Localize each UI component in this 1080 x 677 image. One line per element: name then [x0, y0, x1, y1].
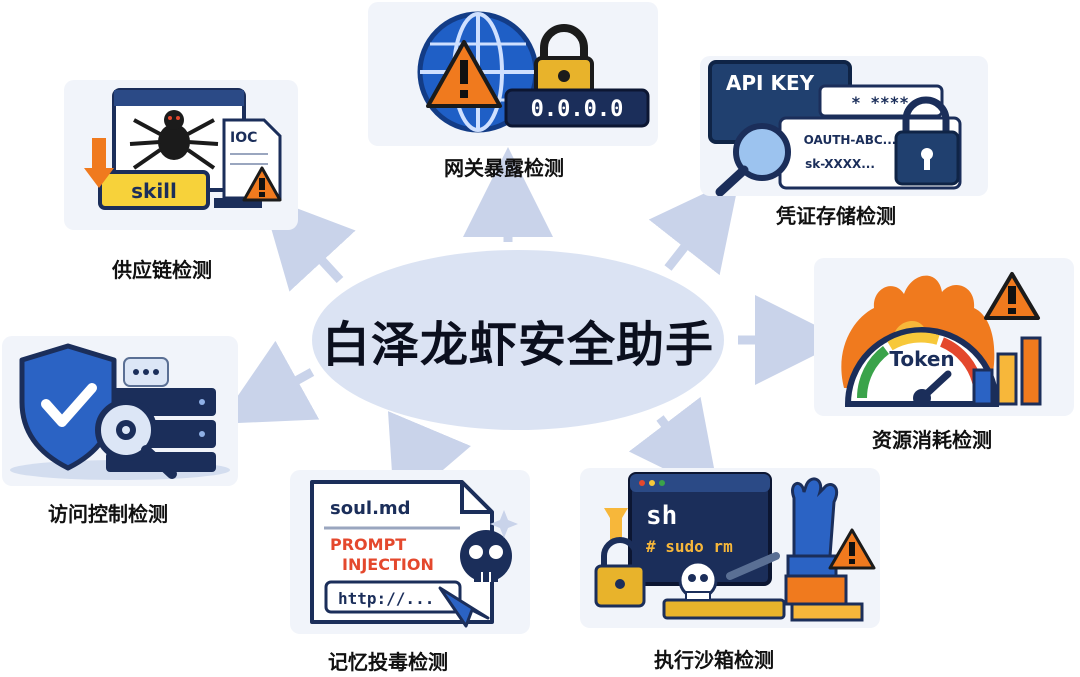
- terminal-sandbox-icon: sh # sudo rm: [594, 472, 876, 622]
- hub-ellipse: 白泽龙虾安全助手: [312, 250, 724, 430]
- api-key-lock-icon: API KEY * **** OAUTH-ABC... sk-XXXX...: [708, 60, 962, 196]
- label-supply: 供应链检测: [112, 258, 212, 282]
- skill-text: skill: [131, 179, 177, 203]
- arrow-to-memory: [387, 411, 471, 512]
- label-gateway: 网关暴露检测: [444, 156, 564, 180]
- card-gateway: 0.0.0.0: [368, 2, 658, 146]
- card-memory: soul.md PROMPT INJECTION http://...: [290, 470, 530, 634]
- api-key-text: API KEY: [726, 71, 815, 95]
- oauth-text: OAUTH-ABC...: [804, 133, 897, 147]
- card-resource: Token: [814, 258, 1074, 416]
- arrow-to-supply: [261, 194, 356, 292]
- injection-text: INJECTION: [342, 555, 434, 574]
- spider-skill-icon: IOC skill: [84, 88, 282, 210]
- shell-prompt-text: sh: [646, 501, 677, 531]
- gateway-ip-text: 0.0.0.0: [531, 97, 624, 122]
- token-gauge-icon: Token: [841, 272, 1042, 407]
- label-resource: 资源消耗检测: [872, 428, 992, 452]
- sk-text: sk-XXXX...: [805, 157, 875, 171]
- card-access: [2, 336, 238, 486]
- globe-lock-icon: 0.0.0.0: [417, 11, 650, 133]
- card-credential: API KEY * **** OAUTH-ABC... sk-XXXX...: [700, 56, 988, 196]
- card-sandbox: sh # sudo rm: [580, 468, 880, 628]
- masked-key-text: * ****: [851, 93, 909, 112]
- card-supply: IOC skill: [64, 80, 298, 230]
- label-sandbox: 执行沙箱检测: [654, 648, 774, 672]
- token-text: Token: [889, 347, 954, 371]
- ioc-text: IOC: [230, 130, 257, 146]
- label-credential: 凭证存储检测: [776, 204, 896, 228]
- label-memory: 记忆投毒检测: [328, 650, 448, 674]
- shield-check-icon: [10, 343, 230, 480]
- arrow-to-credential: [648, 176, 740, 276]
- hub-title: 白泽龙虾安全助手: [321, 317, 714, 373]
- arrow-to-access: [218, 340, 320, 424]
- soul-md-text: soul.md: [330, 498, 411, 519]
- label-access: 访问控制检测: [48, 502, 168, 526]
- prompt-text: PROMPT: [330, 535, 406, 554]
- sudo-command-text: # sudo rm: [646, 537, 733, 556]
- url-text: http://...: [338, 589, 434, 608]
- poisoned-memory-icon: soul.md PROMPT INJECTION http://...: [310, 480, 518, 628]
- arrow-to-sandbox: [628, 396, 720, 496]
